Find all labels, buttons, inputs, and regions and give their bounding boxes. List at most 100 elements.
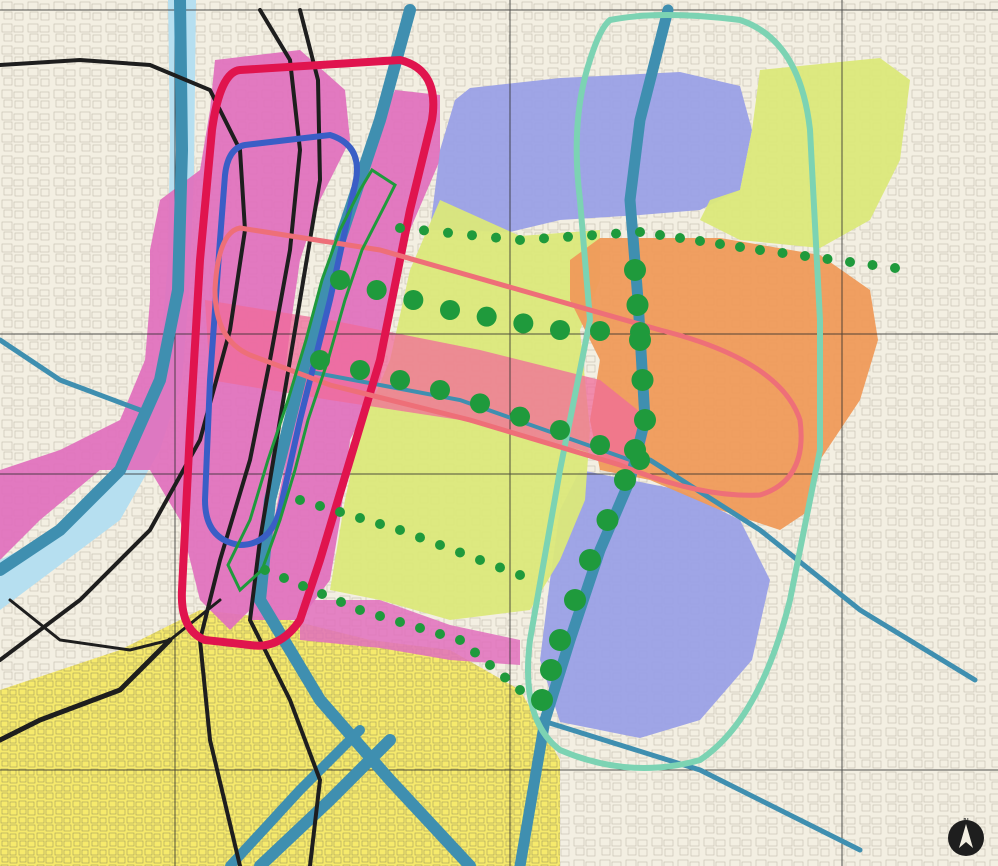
route-dot: [279, 573, 289, 583]
route-dot: [590, 321, 610, 341]
route-dot: [735, 242, 745, 252]
magenta-zone-south: [300, 600, 520, 665]
route-dot: [395, 617, 405, 627]
route-dot: [510, 406, 530, 427]
route-dot: [430, 380, 450, 400]
loop-blue: [201, 131, 360, 549]
route-dot: [890, 263, 900, 273]
route-dot: [419, 225, 429, 236]
green-station-corridor: [226, 167, 397, 593]
route-dot: [500, 672, 510, 683]
route-dot: [675, 233, 685, 243]
route-dot: [455, 547, 465, 558]
route-dot: [355, 513, 365, 523]
route-dot: [515, 235, 525, 245]
route-dot: [579, 549, 601, 571]
road-southeast: [537, 717, 863, 853]
road-diagonal-north: [253, 4, 476, 866]
route-dot: [467, 230, 477, 241]
road-southwest: [254, 734, 396, 866]
route-dot: [366, 280, 387, 300]
loop-red: [177, 55, 438, 650]
route-dot: [395, 525, 405, 535]
route-dot: [415, 532, 425, 543]
route-dot: [587, 230, 597, 241]
route-dot: [715, 239, 725, 249]
route-dot: [330, 270, 350, 290]
route-dot: [777, 248, 788, 258]
route-dot: [540, 659, 562, 681]
route-dot: [626, 294, 649, 316]
road-band-center: [298, 368, 632, 462]
route-dot: [867, 260, 878, 270]
route-dot: [403, 290, 424, 310]
route-dot: [611, 228, 621, 239]
route-dot: [515, 570, 525, 580]
route-dot: [455, 635, 465, 645]
rail-main-1: [197, 8, 303, 866]
route-dot: [435, 540, 445, 550]
route-dot: [590, 435, 610, 455]
lime-zone-northeast: [700, 58, 910, 248]
route-north-small: [395, 223, 900, 273]
route-dot: [635, 227, 645, 237]
route-dot: [355, 605, 365, 615]
route-southwest-small: [260, 565, 545, 705]
route-dot: [470, 393, 490, 414]
route-dot: [550, 420, 570, 440]
loop-teal: [525, 12, 823, 771]
route-dot: [395, 223, 405, 233]
road-southwest-2: [225, 725, 365, 866]
route-dot: [485, 660, 495, 670]
green-pedestrian-routes: [260, 223, 900, 711]
route-dot: [655, 230, 665, 240]
rail-southwest: [0, 637, 173, 743]
route-dot: [350, 360, 370, 380]
route-dot: [298, 581, 308, 591]
route-dot: [375, 611, 385, 621]
route-dot: [549, 629, 571, 651]
route-dot: [375, 519, 385, 529]
route-dot: [335, 507, 345, 517]
route-dot: [315, 501, 325, 511]
route-dot: [435, 629, 445, 639]
north-arrow-icon: N: [946, 818, 986, 858]
route-dot: [336, 597, 346, 607]
route-dot: [539, 233, 549, 244]
route-dot: [513, 313, 534, 334]
route-dot: [495, 562, 505, 573]
road-west-branch: [0, 337, 143, 413]
route-dot: [624, 439, 646, 461]
route-dot: [800, 251, 810, 261]
north-label: N: [963, 818, 969, 825]
route-lower-small: [295, 495, 525, 580]
route-dot: [629, 329, 651, 351]
purple-zone-south: [540, 470, 770, 738]
route-dot: [822, 254, 833, 264]
route-dot: [845, 257, 855, 267]
route-dot: [415, 623, 425, 633]
yellow-zone-texture: [0, 610, 560, 866]
route-dot: [564, 589, 586, 611]
route-dot: [631, 369, 654, 391]
route-dot: [596, 509, 619, 531]
route-dot: [390, 370, 410, 390]
route-dot: [295, 495, 305, 505]
route-dot: [475, 555, 485, 565]
route-dot: [470, 647, 480, 658]
route-dot: [440, 300, 460, 320]
road-river-west: [0, 0, 189, 576]
route-upper-large: [330, 270, 650, 342]
route-dot: [695, 236, 705, 246]
route-dot: [443, 227, 453, 238]
route-dot: [550, 320, 570, 340]
route-dot: [755, 245, 765, 255]
route-dot: [634, 409, 656, 431]
rail-lines: [0, 8, 323, 866]
route-dot: [317, 589, 327, 599]
route-dot: [476, 306, 497, 327]
route-dot: [535, 695, 545, 705]
